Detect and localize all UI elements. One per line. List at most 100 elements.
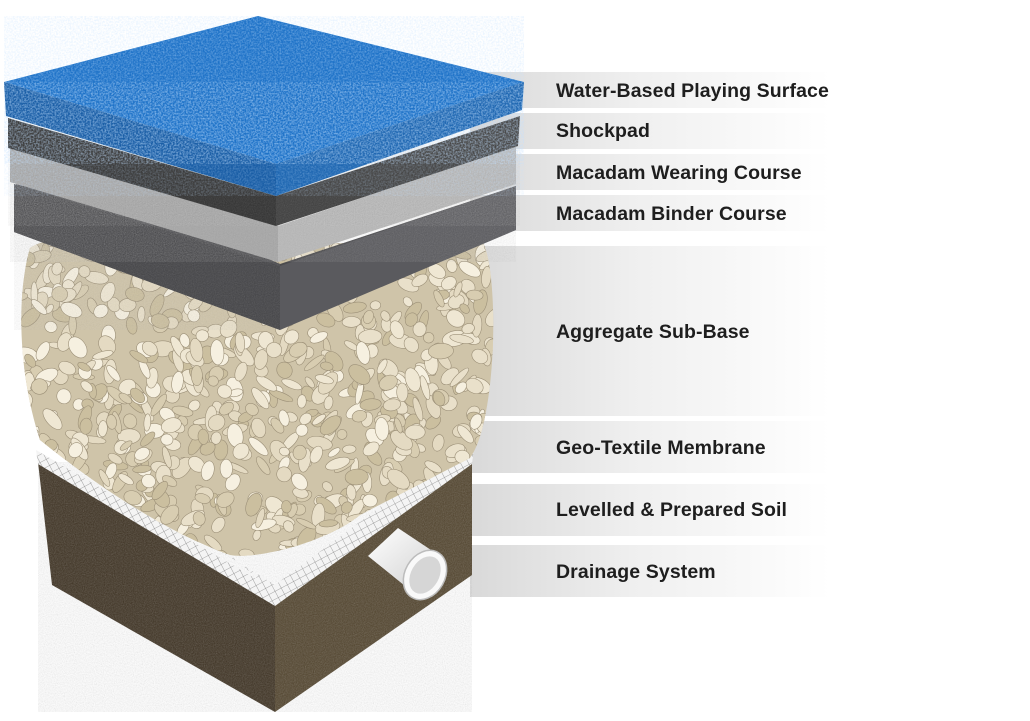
pebble bbox=[449, 334, 474, 344]
pebble bbox=[378, 374, 398, 391]
label-band bbox=[470, 113, 830, 149]
pebble bbox=[21, 456, 31, 478]
pebble bbox=[234, 361, 248, 382]
pebble bbox=[107, 453, 123, 465]
pebble bbox=[269, 389, 294, 403]
pebble bbox=[382, 398, 402, 412]
label-macadam-binder-course: Macadam Binder Course bbox=[556, 203, 787, 225]
pebble bbox=[42, 408, 63, 430]
pebble bbox=[309, 331, 328, 344]
pebble bbox=[402, 296, 413, 307]
pebble bbox=[351, 410, 367, 423]
pebble bbox=[106, 414, 117, 430]
pebble bbox=[77, 362, 91, 372]
wearing-course-layer bbox=[10, 146, 516, 262]
pebble bbox=[471, 348, 489, 364]
pebble bbox=[195, 329, 209, 342]
pebble bbox=[78, 265, 91, 278]
pebble bbox=[296, 394, 307, 409]
pebble bbox=[283, 520, 295, 533]
pebble bbox=[21, 392, 28, 407]
pebble bbox=[432, 390, 446, 407]
pebble bbox=[219, 319, 238, 338]
pebble bbox=[51, 286, 68, 302]
pebble bbox=[458, 261, 481, 278]
label-macadam-wearing-course: Macadam Wearing Course bbox=[556, 162, 802, 184]
label-band bbox=[470, 154, 830, 190]
pebble bbox=[453, 281, 463, 298]
label-band bbox=[470, 484, 830, 536]
pebble bbox=[21, 453, 34, 478]
pebble bbox=[171, 371, 184, 394]
pebble bbox=[123, 490, 142, 506]
pebble bbox=[162, 446, 172, 469]
pebble bbox=[394, 417, 403, 434]
pebble bbox=[219, 458, 233, 479]
pebble bbox=[25, 538, 41, 553]
pebble bbox=[251, 417, 267, 438]
pebble bbox=[342, 444, 357, 454]
pebble bbox=[197, 428, 209, 445]
pebble bbox=[255, 375, 278, 392]
pebble bbox=[21, 520, 36, 535]
pebble bbox=[35, 341, 51, 361]
pebble bbox=[412, 321, 427, 337]
pebble bbox=[358, 329, 383, 344]
pebble bbox=[60, 301, 83, 318]
pebble bbox=[134, 447, 150, 461]
pebble bbox=[216, 491, 235, 508]
pebble bbox=[403, 336, 419, 353]
pebble bbox=[446, 309, 466, 328]
pebble bbox=[485, 307, 494, 327]
pebble bbox=[316, 312, 336, 328]
pebble bbox=[21, 252, 28, 264]
pebble bbox=[465, 378, 484, 394]
pebble bbox=[389, 320, 405, 339]
pebble bbox=[376, 358, 388, 375]
pebble bbox=[369, 300, 381, 311]
pebble bbox=[125, 286, 145, 302]
pebble bbox=[234, 331, 246, 353]
pebble bbox=[211, 516, 226, 533]
pebble bbox=[254, 349, 269, 370]
pebble bbox=[21, 486, 32, 506]
pebble bbox=[245, 492, 263, 517]
pebble bbox=[21, 361, 25, 388]
pebble bbox=[255, 508, 265, 528]
pebble bbox=[160, 504, 180, 525]
pebble bbox=[28, 515, 39, 531]
pebble bbox=[362, 493, 378, 508]
pebble bbox=[251, 387, 270, 410]
pebble bbox=[299, 412, 312, 425]
pebble bbox=[208, 414, 226, 431]
pebble bbox=[28, 426, 40, 451]
pebble bbox=[441, 276, 457, 291]
pebble bbox=[141, 474, 156, 489]
pebble bbox=[129, 350, 149, 364]
pebble bbox=[149, 294, 165, 317]
pebble bbox=[432, 434, 445, 452]
label-geo-textile-membrane: Geo-Textile Membrane bbox=[556, 437, 766, 459]
pebble bbox=[348, 364, 371, 385]
label-shockpad: Shockpad bbox=[556, 120, 650, 142]
pebble bbox=[325, 456, 351, 471]
pebble bbox=[31, 299, 48, 315]
pebble bbox=[123, 413, 138, 429]
pebble bbox=[21, 394, 28, 416]
pebble bbox=[194, 493, 211, 504]
pebble bbox=[346, 484, 357, 501]
pebble bbox=[466, 289, 484, 301]
pebble bbox=[93, 304, 109, 319]
label-band bbox=[470, 545, 830, 597]
pebble bbox=[295, 424, 309, 437]
pebble bbox=[210, 339, 225, 366]
pebble bbox=[424, 460, 442, 474]
pebble bbox=[344, 468, 369, 486]
pebble bbox=[44, 321, 58, 333]
membrane-layer bbox=[36, 440, 474, 606]
pebble bbox=[21, 519, 37, 540]
pebble bbox=[151, 481, 168, 500]
pebble bbox=[433, 289, 445, 308]
pebble bbox=[423, 332, 435, 344]
